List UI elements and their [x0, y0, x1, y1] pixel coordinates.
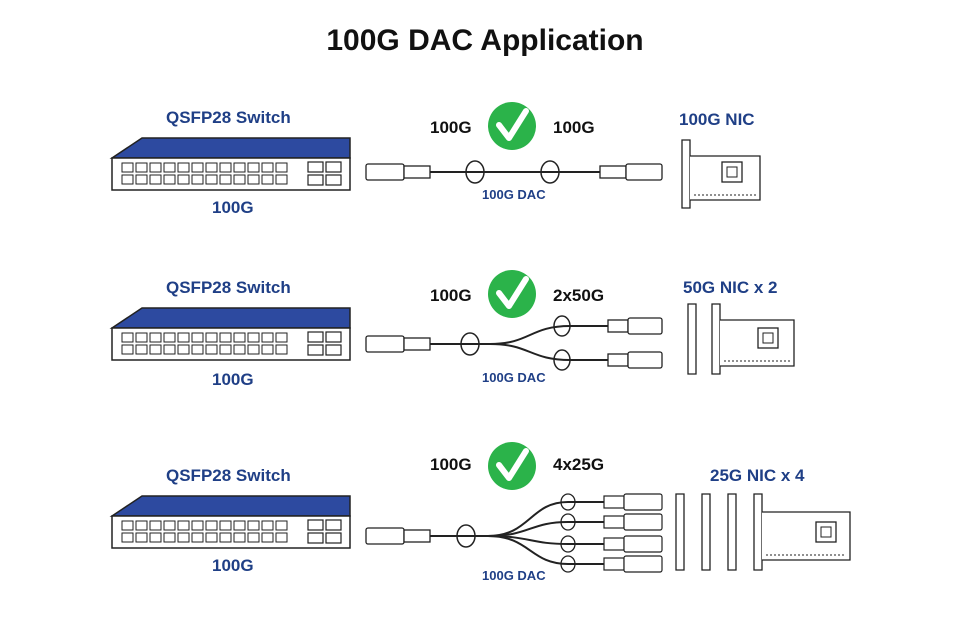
switch-label: QSFP28 Switch [166, 108, 291, 127]
nic-label: 100G NIC [679, 110, 755, 129]
nic-label: 50G NIC x 2 [683, 278, 778, 297]
left-speed: 100G [430, 286, 472, 305]
dac-cable-icon [365, 160, 663, 184]
cable-label: 100G DAC [482, 370, 546, 385]
breakout-cable-4-icon [365, 493, 663, 573]
row-3-drawing [109, 442, 851, 573]
nic-label: 25G NIC x 4 [710, 466, 805, 485]
cable-label: 100G DAC [482, 568, 546, 583]
switch-icon [109, 137, 351, 191]
row-2-drawing [109, 270, 795, 375]
cable-label: 100G DAC [482, 187, 546, 202]
switch-speed: 100G [212, 556, 254, 575]
right-speed: 2x50G [553, 286, 605, 305]
switch-icon [109, 307, 351, 361]
row-1-drawing [109, 102, 761, 209]
switch-label: QSFP28 Switch [166, 278, 291, 297]
right-speed: 4x25G [553, 455, 605, 474]
check-icon [488, 270, 536, 318]
application-row-1: QSFP28 Switch 100G 100G 100G 100G DAC 10… [0, 100, 970, 270]
switch-label: QSFP28 Switch [166, 466, 291, 485]
left-speed: 100G [430, 118, 472, 137]
left-speed: 100G [430, 455, 472, 474]
switch-icon [109, 495, 351, 549]
check-icon [488, 102, 536, 150]
nic-quad-icon [675, 493, 851, 571]
check-icon [488, 442, 536, 490]
switch-speed: 100G [212, 370, 254, 389]
switch-speed: 100G [212, 198, 254, 217]
application-row-2: QSFP28 Switch 100G 100G 2x50G 100G DAC 5… [0, 270, 970, 440]
right-speed: 100G [553, 118, 595, 137]
page-title: 100G DAC Application [326, 24, 644, 57]
application-row-3: QSFP28 Switch 100G 100G 4x25G 100G DAC 2… [0, 442, 970, 620]
nic-pair-icon [687, 303, 795, 375]
breakout-cable-2-icon [365, 315, 663, 371]
nic-icon [681, 139, 761, 209]
